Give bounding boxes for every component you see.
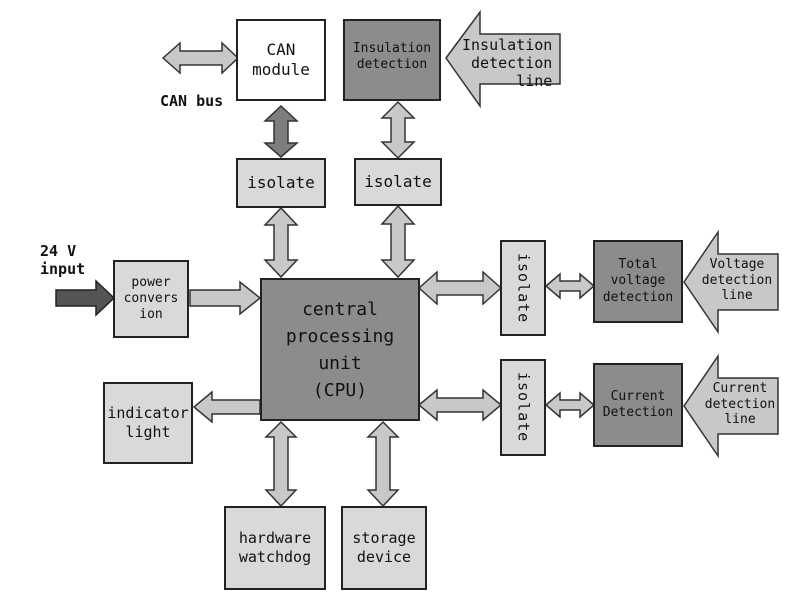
power-cpu-arrow [189,280,262,316]
isolate-block-left: isolate [236,158,326,208]
isolate-right-bottom-label: isolate [514,372,533,443]
cpu-storage-arrow [366,420,400,508]
current-detection-line-label: Current detection line [704,381,776,428]
cpu-block: central processing unit (CPU) [260,278,420,421]
can-bus-label: CAN bus [160,92,224,110]
isolate-block-mid: isolate [354,158,442,206]
input-label: 24 V input [40,242,86,278]
isolate-block-right-bottom: isolate [500,359,546,456]
power-conversion-block: power convers ion [113,260,189,338]
can-isolate-arrow [263,104,299,158]
isolate-block-right-top: isolate [500,240,546,336]
cpu-indicator-arrow [192,390,261,424]
current-detection-block: Current Detection [593,363,683,447]
can-bus-arrow [161,41,240,75]
cpu-isolate-bottom-arrow [417,388,503,422]
hardware-watchdog-block: hardware watchdog [224,506,326,590]
voltage-detection-line-label: Voltage detection line [701,257,773,304]
isolate-cpu-mid-arrow [380,204,416,279]
isolate-current-arrow [544,391,596,419]
storage-device-block: storage device [341,506,427,590]
insulation-detection-line-label: Insulation detection line [462,36,553,90]
insulation-line-arrow [445,9,561,109]
indicator-light-block: indicator light [103,382,193,464]
cpu-watchdog-arrow [264,420,298,508]
isolate-right-top-label: isolate [514,252,533,324]
insulation-isolate-arrow [380,100,416,160]
can-module-block: CAN module [236,19,326,101]
input-arrow [55,279,116,317]
voltage-line-arrow [683,229,779,335]
total-voltage-detection-block: Total voltage detection [593,240,683,323]
cpu-isolate-top-arrow [417,270,503,306]
isolate-voltage-arrow [544,272,596,300]
insulation-detection-block: Insulation detection [343,19,441,101]
current-line-arrow [683,353,779,459]
isolate-cpu-left-arrow [263,206,299,279]
